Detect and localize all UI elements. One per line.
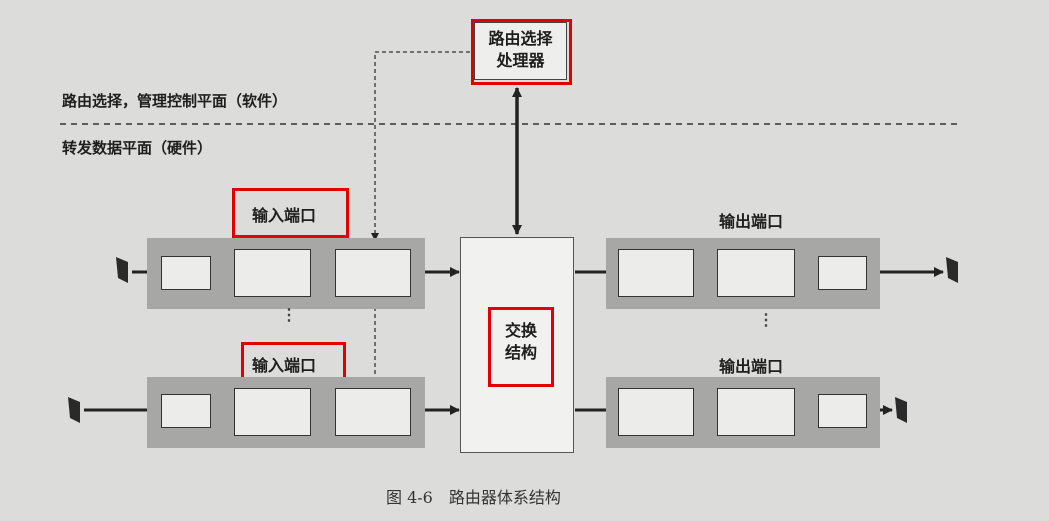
routing-processor-highlight	[471, 19, 572, 85]
switch-fabric-line2: 结构	[504, 343, 537, 362]
routing-processor-line1: 路由选择	[488, 29, 553, 48]
control-plane-label: 路由选择，管理控制平面（软件）	[62, 92, 288, 110]
link-connector-icon	[116, 257, 128, 283]
output-port-1-link-layer	[717, 249, 795, 297]
output-port-label-bottom: 输出端口	[719, 357, 784, 376]
link-connector-icon	[946, 257, 958, 283]
input-port-label-top: 输入端口	[252, 206, 317, 225]
switch-fabric-label: 交换 结构	[489, 320, 553, 364]
input-port-2-line-termination	[161, 394, 211, 428]
input-port-label-bottom-highlight	[241, 342, 346, 382]
input-port-2-link-layer	[234, 388, 311, 436]
output-port-1-queuing	[618, 249, 694, 297]
output-ports-ellipsis: ⋮	[758, 310, 774, 329]
data-plane-label: 转发数据平面（硬件）	[62, 139, 213, 157]
switch-fabric-line1: 交换	[504, 321, 537, 340]
output-port-2-link-layer	[717, 388, 795, 436]
input-port-2-lookup-forwarding	[335, 388, 411, 436]
routing-processor-label: 路由选择 处理器	[474, 28, 567, 72]
output-port-label-top: 输出端口	[719, 212, 784, 231]
input-port-label-top-highlight	[232, 188, 349, 238]
input-ports-ellipsis: ⋮	[281, 305, 297, 324]
input-port-1-link-layer	[234, 249, 311, 297]
output-port-2-line-termination	[818, 394, 867, 428]
input-port-1-line-termination	[161, 256, 211, 290]
output-port-2-queuing	[618, 388, 694, 436]
routing-processor-box	[474, 22, 567, 80]
link-connector-icon	[68, 397, 80, 423]
routing-processor-line2: 处理器	[496, 51, 545, 70]
input-port-label-bottom: 输入端口	[252, 356, 317, 375]
switch-fabric-highlight	[488, 307, 554, 387]
input-port-1-lookup-forwarding	[335, 249, 411, 297]
output-port-1-line-termination	[818, 256, 867, 290]
link-connector-icon	[895, 397, 907, 423]
control-dashed-line-top	[371, 51, 470, 241]
switch-fabric-box	[460, 237, 574, 453]
figure-caption: 图 4-6 路由器体系结构	[386, 488, 561, 507]
